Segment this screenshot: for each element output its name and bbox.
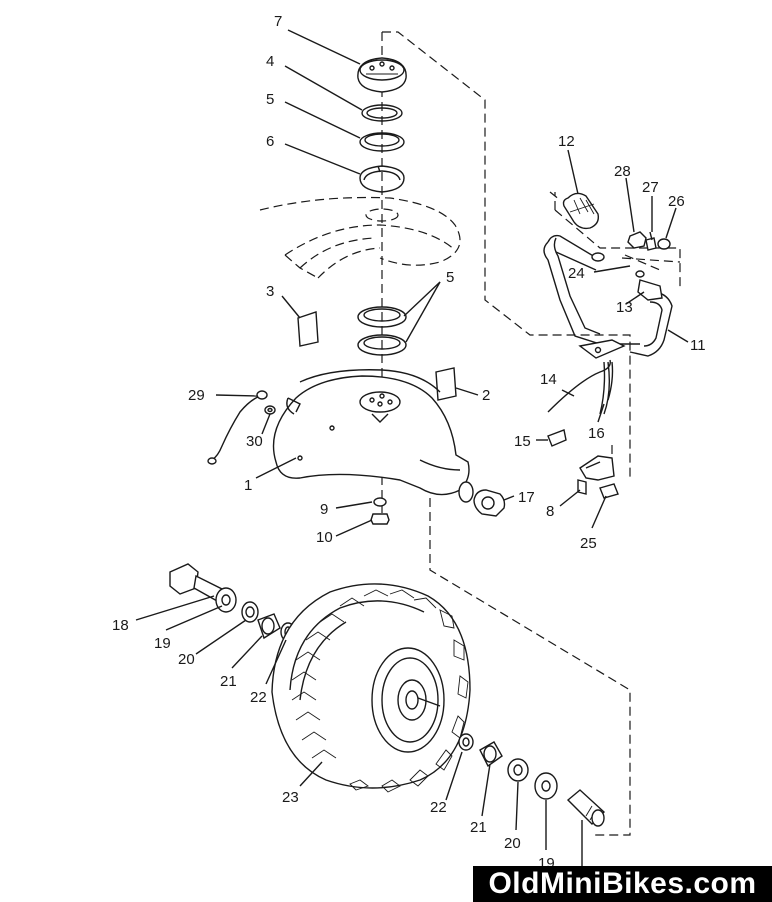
part-7-top-cap bbox=[357, 57, 407, 93]
callout-17: 17 bbox=[518, 489, 535, 506]
callout-4: 4 bbox=[266, 53, 274, 70]
callout-28: 28 bbox=[614, 163, 631, 180]
callout-11: 11 bbox=[690, 337, 706, 354]
callout-2: 2 bbox=[482, 387, 490, 404]
part-3-decal bbox=[297, 311, 319, 347]
part-19-washer-left bbox=[215, 587, 237, 613]
callout-19-left: 19 bbox=[154, 635, 171, 652]
callout-22-right: 22 bbox=[430, 799, 447, 816]
callout-23: 23 bbox=[282, 789, 299, 806]
callout-9: 9 bbox=[320, 501, 328, 518]
part-6-split-ring bbox=[359, 165, 405, 193]
leader-lines bbox=[135, 29, 689, 850]
callout-8: 8 bbox=[546, 503, 554, 520]
part-13-switch bbox=[635, 270, 663, 301]
part-27-adjuster bbox=[645, 231, 657, 251]
part-14-cable bbox=[547, 359, 611, 413]
part-28-nut bbox=[627, 231, 647, 249]
bracket-outline-dashed bbox=[549, 191, 681, 263]
callout-20-left: 20 bbox=[178, 651, 195, 668]
callout-20-right: 20 bbox=[504, 835, 521, 852]
callout-12: 12 bbox=[558, 133, 575, 150]
part-20-spacer-right bbox=[507, 758, 529, 782]
part-25-clip bbox=[599, 483, 619, 499]
callout-3: 3 bbox=[266, 283, 274, 300]
part-24-throttle-clamp bbox=[591, 252, 605, 262]
part-23-tire-wheel bbox=[271, 583, 471, 793]
callout-27: 27 bbox=[642, 179, 659, 196]
frame-outline-dashed bbox=[259, 196, 461, 279]
callout-30: 30 bbox=[246, 433, 263, 450]
part-10-nut bbox=[370, 513, 390, 525]
callout-25: 25 bbox=[580, 535, 597, 552]
part-8-brake-clamp bbox=[577, 455, 615, 495]
callout-16: 16 bbox=[588, 425, 605, 442]
callout-6: 6 bbox=[266, 133, 274, 150]
part-17-axle-nut bbox=[473, 489, 506, 517]
callout-15: 15 bbox=[514, 433, 531, 450]
callout-24: 24 bbox=[568, 265, 585, 282]
part-1-fork-housing bbox=[272, 369, 474, 503]
part-2-decal bbox=[435, 367, 457, 401]
part-12-grip bbox=[562, 192, 600, 230]
callout-14: 14 bbox=[540, 371, 557, 388]
callout-1: 1 bbox=[244, 477, 252, 494]
callout-numbers: 7 4 5 6 12 28 27 26 5 3 24 13 11 29 2 14… bbox=[112, 13, 706, 872]
part-4-ring bbox=[361, 104, 403, 122]
callout-18: 18 bbox=[112, 617, 129, 634]
part-9-washer bbox=[373, 497, 387, 507]
callout-5-top: 5 bbox=[266, 91, 274, 108]
callout-10: 10 bbox=[316, 529, 333, 546]
part-22-seal-right bbox=[458, 733, 474, 751]
callout-22-left: 22 bbox=[250, 689, 267, 706]
part-21-bearing-right bbox=[479, 741, 503, 768]
part-19-washer-right bbox=[534, 772, 558, 800]
part-11-handlebar bbox=[543, 234, 673, 359]
callout-13: 13 bbox=[616, 299, 633, 316]
part-16-cable bbox=[599, 361, 614, 415]
callout-21-left: 21 bbox=[220, 673, 237, 690]
callout-5-lower: 5 bbox=[446, 269, 454, 286]
callout-7: 7 bbox=[274, 13, 282, 30]
callout-26: 26 bbox=[668, 193, 685, 210]
callout-21-right: 21 bbox=[470, 819, 487, 836]
axle-stud-right bbox=[566, 789, 606, 870]
part-30-washer bbox=[264, 405, 276, 415]
part-20-spacer-left bbox=[241, 601, 259, 623]
callout-29: 29 bbox=[188, 387, 205, 404]
part-21-bearing-left bbox=[257, 613, 281, 640]
part-5-bearing-race-top bbox=[359, 132, 405, 152]
part-26-cap bbox=[657, 238, 671, 250]
part-29-ground-wire bbox=[207, 390, 268, 465]
site-watermark: OldMiniBikes.com bbox=[473, 866, 772, 902]
part-5-bearing-race-lower bbox=[357, 306, 407, 356]
part-15-cable-end bbox=[547, 429, 567, 447]
